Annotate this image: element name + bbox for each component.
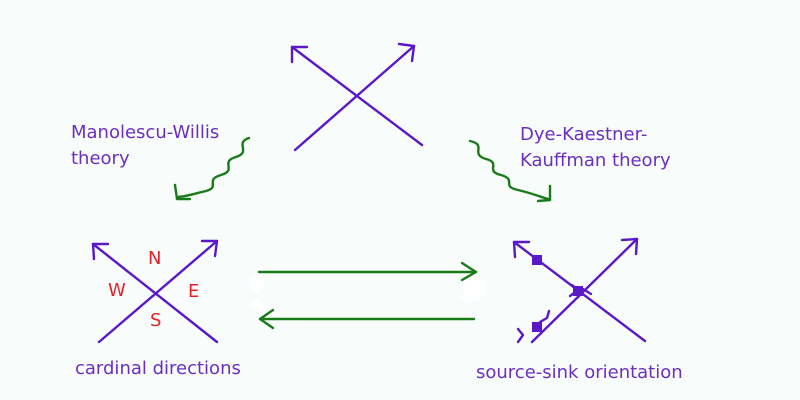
arrow-right-icon: [257, 261, 478, 282]
manolescu-willis-label-line1: Manolescu-Willis: [71, 122, 220, 143]
manolescu-willis-label-line2: theory: [71, 148, 130, 169]
cardinal-crossing-icon: [91, 239, 219, 344]
compass-west-label: W: [108, 280, 126, 301]
cardinal-directions-label: cardinal directions: [75, 358, 241, 379]
compass-north-label: N: [148, 248, 162, 269]
source-sink-orientation-label: source-sink orientation: [476, 362, 683, 383]
arrow-left-icon: [258, 308, 476, 330]
squiggle-left-icon: [173, 136, 251, 201]
compass-south-label: S: [150, 310, 162, 331]
tail-blobs: [249, 273, 487, 311]
dye-kaestner-kauffman-label-line1: Dye-Kaestner-: [520, 124, 648, 145]
squiggle-right-icon: [468, 139, 552, 203]
top-crossing-icon: [290, 42, 424, 152]
dye-kaestner-kauffman-label-line2: Kauffman theory: [520, 150, 671, 171]
compass-east-label: E: [188, 281, 200, 302]
source-sink-vertex-dots-icon: [532, 255, 583, 332]
